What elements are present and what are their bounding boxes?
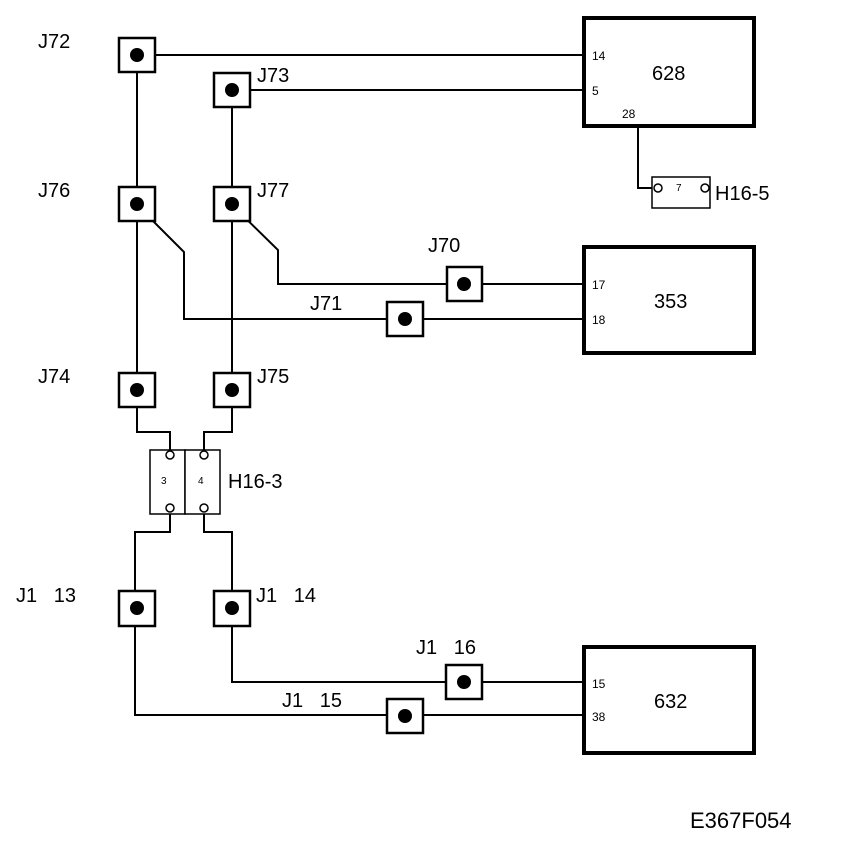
module-628-label: 628: [652, 63, 685, 85]
figure-id: E367F054: [690, 808, 792, 833]
junction-j75-dot: [225, 383, 239, 397]
wire-j77-353-pin17: [231, 204, 583, 285]
connector-h16-3-pin-4: 4: [198, 476, 204, 487]
junction-j74-label: J74: [38, 366, 70, 388]
junction-j71-label: J71: [310, 293, 342, 315]
junction-j76-label: J76: [38, 180, 70, 202]
junction-j73-label: J73: [257, 65, 289, 87]
junction-j76-dot: [130, 197, 144, 211]
module-632: 632 15 38: [582, 645, 756, 755]
module-353-pin-18: 18: [592, 313, 606, 327]
junction-j73-dot: [225, 83, 239, 97]
wire-628-pin28-h16-5: [637, 125, 655, 189]
module-628-pin-28: 28: [622, 107, 636, 121]
connector-h16-3-pin3-top: [165, 450, 175, 460]
junction-j74-dot: [130, 383, 144, 397]
connector-h16-5-pin-number: 7: [676, 183, 682, 194]
junction-j70-box: [445, 265, 484, 303]
connector-h16-5-label: H16-5: [715, 183, 769, 205]
junction-j71: J71: [310, 293, 425, 338]
junction-j77: J77: [212, 180, 289, 223]
junction-j1-14-label: J1 14: [256, 585, 316, 607]
module-628: 628 14 5 28: [582, 16, 756, 128]
connector-h16-5-body: [651, 176, 711, 209]
connector-h16-5-pin-right: [700, 183, 710, 193]
connector-h16-5: 7 H16-5: [651, 176, 769, 209]
connector-h16-5-pin-left: [653, 183, 663, 193]
wire-j74-h16-3-pin3: [136, 390, 171, 452]
junction-j72-dot: [130, 48, 144, 62]
junction-j73: J73: [212, 65, 289, 109]
connector-h16-3-pin3-bottom: [165, 503, 175, 513]
junction-j77-label: J77: [257, 180, 289, 202]
junction-j1-16-label: J1 16: [416, 637, 476, 659]
wire-h16-3-pin3-j1-13: [134, 510, 583, 716]
junction-j1-15: J1 15: [282, 690, 425, 735]
junction-j71-dot: [398, 312, 412, 326]
junction-j1-13-dot: [130, 601, 144, 615]
junction-j1-14-box: [212, 589, 252, 628]
module-632-pin-15: 15: [592, 677, 606, 691]
module-353: 353 17 18: [582, 245, 756, 355]
connector-h16-3-pin-3: 3: [161, 476, 167, 487]
connector-h16-3-pin4-bottom: [199, 503, 209, 513]
wire-j76-353-pin18: [136, 204, 583, 320]
junction-j77-dot: [225, 197, 239, 211]
junction-j70: J70: [428, 235, 484, 303]
module-628-pin-14: 14: [592, 49, 606, 63]
wire-j75-h16-3-pin4: [203, 390, 233, 452]
junction-j1-16-dot: [457, 675, 471, 689]
junction-j70-dot: [457, 277, 471, 291]
module-632-label: 632: [654, 691, 687, 713]
junction-j1-14-dot: [225, 601, 239, 615]
module-632-box: [582, 645, 756, 755]
module-632-pin-38: 38: [592, 710, 606, 724]
junction-j1-13-label: J1 13: [16, 585, 76, 607]
module-628-pin-5: 5: [592, 84, 599, 98]
module-353-pin-17: 17: [592, 278, 606, 292]
module-353-box: [582, 245, 756, 355]
junction-j75: J75: [212, 366, 289, 409]
connector-h16-3-label: H16-3: [228, 471, 282, 493]
junction-j72-label: J72: [38, 31, 70, 53]
connector-h16-3: 3 4 H16-3: [149, 449, 282, 515]
junction-j75-label: J75: [257, 366, 289, 388]
wires: [134, 54, 655, 716]
junction-j1-14: J1 14: [212, 585, 316, 628]
junction-j70-label: J70: [428, 235, 460, 257]
module-353-label: 353: [654, 291, 687, 313]
junction-j1-13: J1 13: [16, 585, 157, 628]
junction-j1-16: J1 16: [416, 637, 484, 701]
junction-j1-15-dot: [398, 709, 412, 723]
connector-h16-3-right-half: [184, 449, 221, 515]
junction-j72-box: [117, 36, 157, 74]
junction-j1-15-label: J1 15: [282, 690, 342, 712]
connector-h16-3-pin4-top: [199, 450, 209, 460]
module-628-box: [582, 16, 756, 128]
wire-h16-3-pin4-j1-14: [203, 510, 583, 683]
connector-h16-3-left-half: [149, 449, 186, 515]
junction-j76: J76: [38, 180, 157, 223]
junction-j72: J72: [38, 31, 157, 74]
junction-j74: J74: [38, 366, 157, 409]
